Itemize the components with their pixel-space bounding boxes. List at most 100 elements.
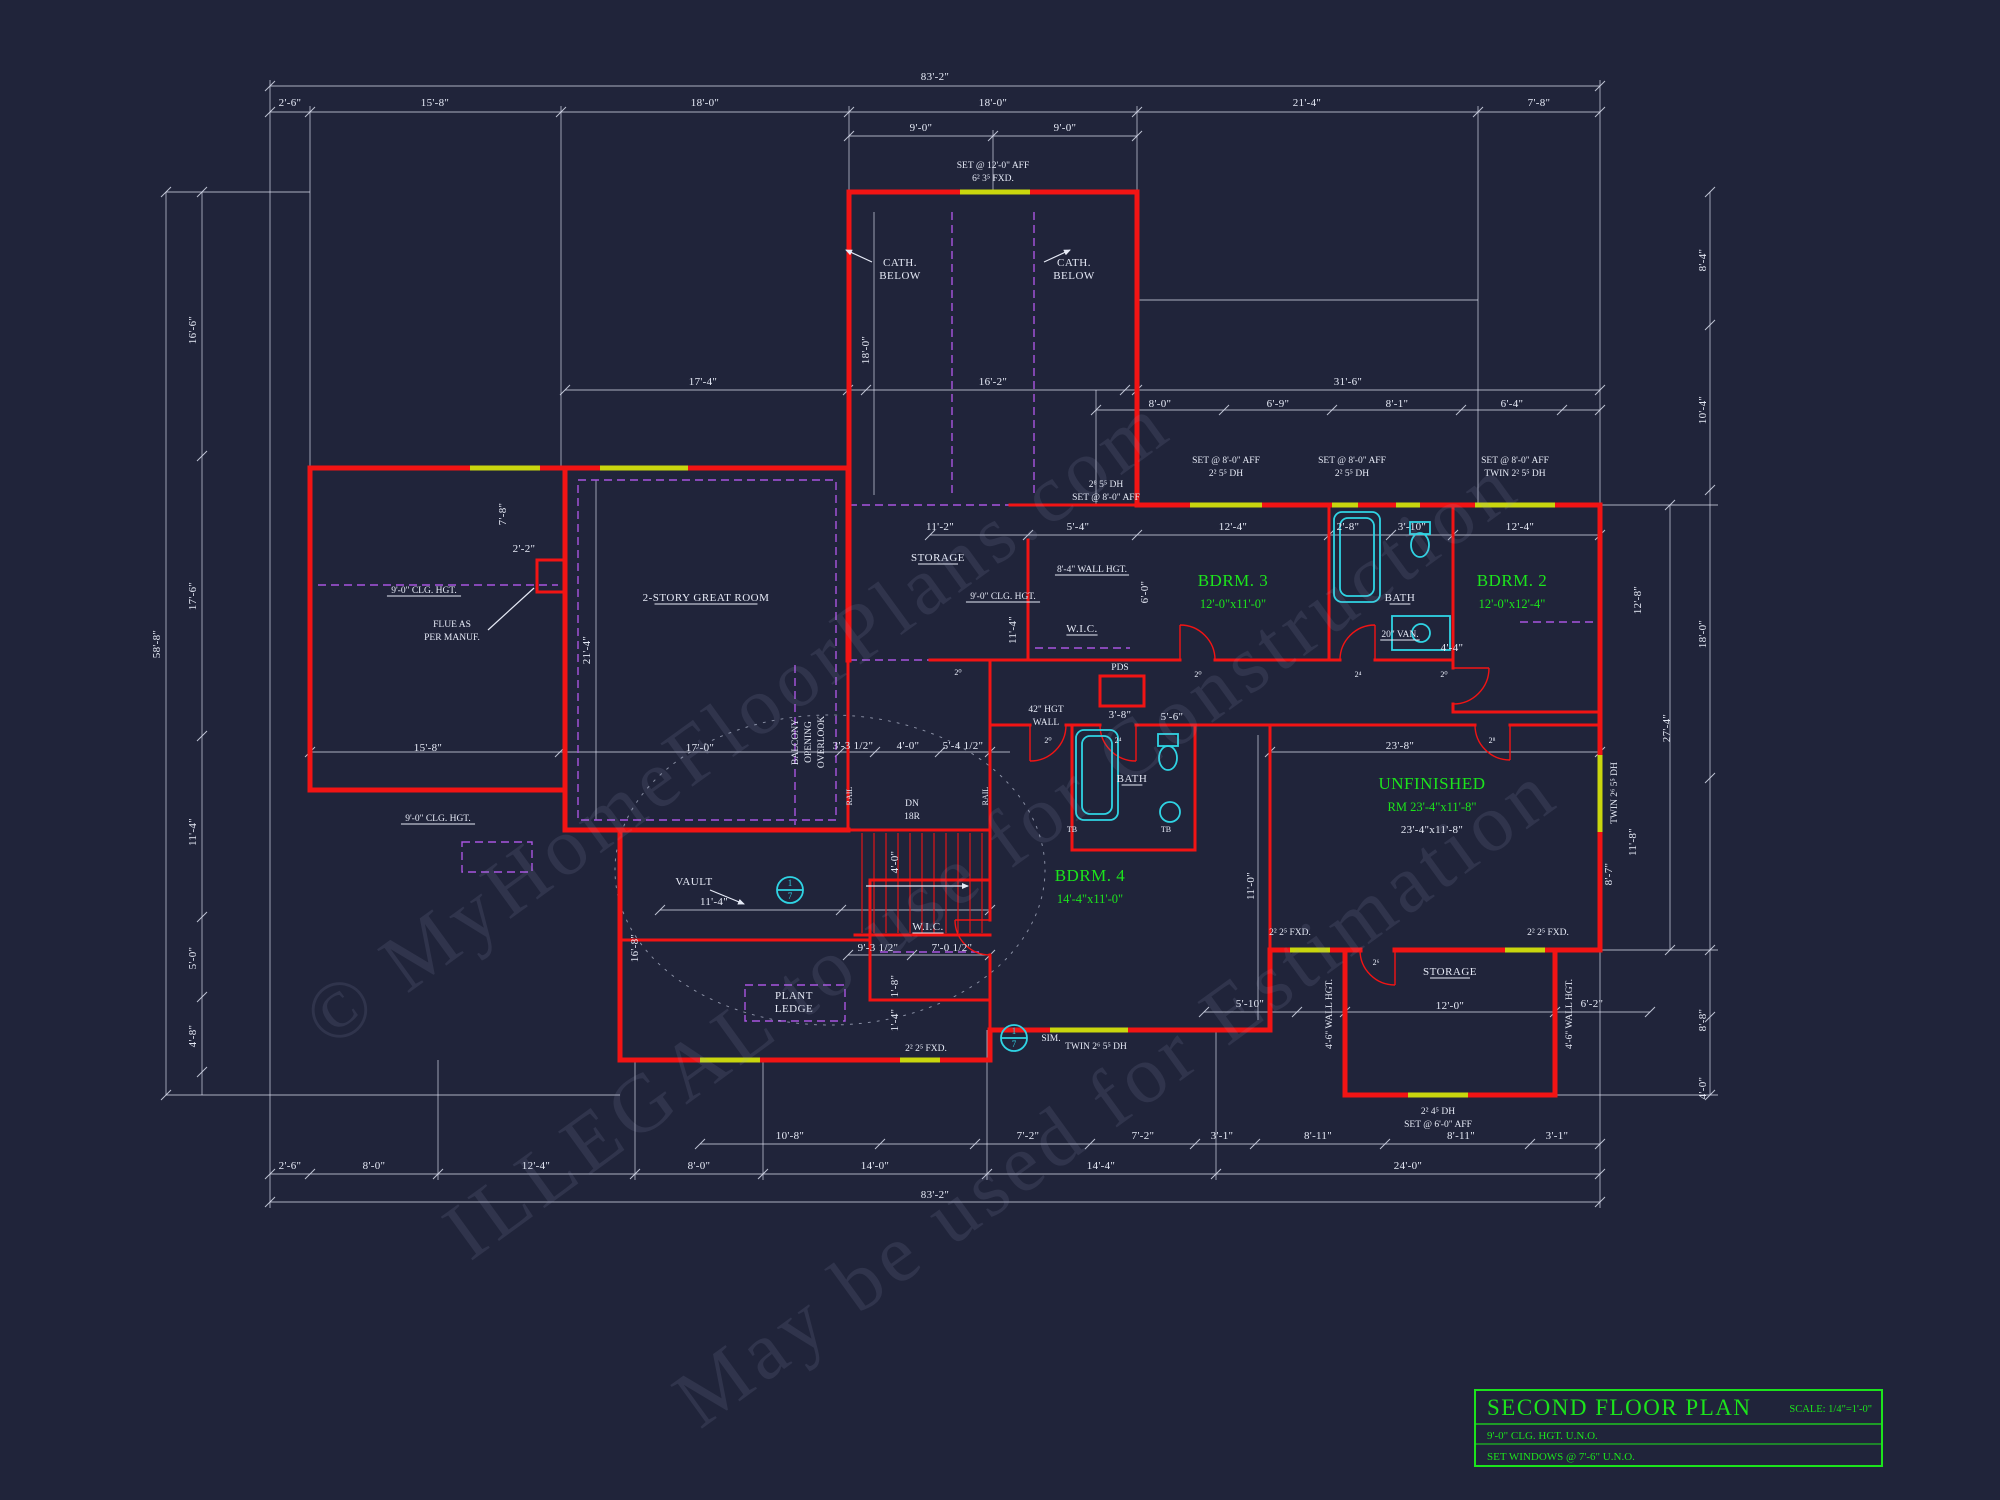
- feature-label: CATH.: [1057, 257, 1091, 269]
- toilet-tank: [1409, 521, 1431, 535]
- dimension-tick: [1119, 384, 1131, 396]
- dimension-text: 6'-2": [1581, 998, 1604, 1010]
- revision-cloud: [614, 714, 1046, 1026]
- dimension-text: 16'-6": [187, 316, 199, 344]
- annotation-text: TWIN 2⁶ 5⁵ DH: [1065, 1042, 1127, 1052]
- dimension-text: 17'-6": [187, 582, 199, 610]
- dimension-tick: [1704, 484, 1716, 496]
- dimension-tick: [1326, 404, 1338, 416]
- callout-number: 7: [788, 891, 793, 901]
- feature-label: LEDGE: [775, 1003, 814, 1015]
- dimension-text: 9'-3 1/2": [858, 942, 899, 954]
- dimension-tick: [1022, 529, 1034, 541]
- dimension-text: 18'-0": [1697, 620, 1709, 648]
- dimension-tick: [1198, 1006, 1210, 1018]
- dimension-text: 12'-4": [1506, 521, 1534, 533]
- sheet-scale: SCALE: 1/4"=1'-0": [1789, 1404, 1872, 1415]
- dimension-tick: [1131, 529, 1143, 541]
- door-size-tag: RAIL: [981, 787, 990, 806]
- dimension-text: 12'-4": [522, 1160, 550, 1172]
- dimension-lines-vertical: [165, 80, 1711, 1208]
- dimension-tick: [1594, 80, 1606, 92]
- annotation-text: DN: [905, 799, 919, 809]
- dimension-tick: [196, 450, 208, 462]
- vanity-sink: [1411, 623, 1431, 643]
- dimension-text: 15'-8": [421, 97, 449, 109]
- dimension-tick: [874, 1138, 886, 1150]
- toilet: [1410, 532, 1430, 558]
- annotation-text: 8'-4" WALL HGT.: [1057, 565, 1127, 575]
- dimension-text: 7'-2": [1017, 1130, 1040, 1142]
- feature-label: STORAGE: [911, 552, 965, 564]
- door-size-tag: TB: [1067, 825, 1077, 834]
- dimension-text: 11'-0": [1245, 872, 1257, 900]
- dimension-text: 11'-2": [926, 521, 954, 533]
- dimension-tick: [160, 1089, 172, 1101]
- dimension-text: 11'-4": [700, 896, 728, 908]
- annotation-text: FLUE AS: [433, 620, 471, 630]
- ceiling-note: 9'-0" CLG. HGT. U.N.O.: [1487, 1430, 1598, 1442]
- room-name: BDRM. 3: [1198, 571, 1269, 590]
- annotation-text: 2² 2⁵ FXD.: [1269, 928, 1311, 938]
- dimension-text: 8'-0": [363, 1160, 386, 1172]
- stair-treads: [861, 833, 983, 933]
- dimension-tick: [196, 1066, 208, 1078]
- dimension-text: 4'-0": [1697, 1077, 1709, 1100]
- dimension-text: 3'-3 1/2": [833, 740, 874, 752]
- dimension-tick: [304, 106, 316, 118]
- dimension-text: 5'-0": [187, 947, 199, 970]
- door-size-tag: 2⁰: [1440, 670, 1447, 679]
- dimension-text: 5'-10": [1236, 998, 1264, 1010]
- annotation-text: WALL: [1033, 718, 1060, 728]
- annotation-text: SET @ 8'-0" AFF: [1318, 456, 1386, 466]
- dimension-text: 5'-4 1/2": [943, 740, 984, 752]
- dimension-text: 4'-4": [1441, 642, 1464, 654]
- dimension-text: 3'-1": [1211, 1130, 1234, 1142]
- annotation-text: SET @ 8'-0" AFF: [1072, 493, 1140, 503]
- feature-label: PLANT: [775, 990, 813, 1002]
- dimension-tick: [264, 1168, 276, 1180]
- dimension-lines-layer: [160, 80, 1718, 1208]
- dimension-text: 16'-2": [979, 376, 1007, 388]
- dimension-tick: [987, 130, 999, 142]
- dimension-tick: [196, 186, 208, 198]
- dimension-tick: [1594, 1138, 1606, 1150]
- cath-below-arrow: [845, 249, 873, 263]
- dimension-tick: [264, 80, 276, 92]
- door-size-tag: TB: [1161, 825, 1171, 834]
- dimension-text: 83'-2": [921, 71, 949, 83]
- bathtub: [1075, 729, 1119, 821]
- dimension-tick: [1385, 529, 1397, 541]
- dimension-text: 11'-8": [1627, 828, 1639, 856]
- door-size-tag: RAIL: [845, 787, 854, 806]
- annotation-text: SET @ 12'-0" AFF: [957, 161, 1030, 171]
- dimension-text: 2'-2": [513, 543, 536, 555]
- dimension-text: 18'-0": [860, 336, 872, 364]
- dimension-tick: [1704, 1089, 1716, 1101]
- dimension-tick: [1291, 1006, 1303, 1018]
- dimension-tick: [196, 991, 208, 1003]
- title-block: SECOND FLOOR PLAN SCALE: 1/4"=1'-0" 9'-0…: [1474, 1389, 1883, 1467]
- room-name: BDRM. 2: [1477, 571, 1548, 590]
- door-size-tag: 2⁰: [1194, 670, 1201, 679]
- sink: [1159, 801, 1181, 823]
- callout-number: 1: [1012, 1026, 1017, 1036]
- dimension-tick: [969, 1138, 981, 1150]
- dimension-text: 10'-8": [776, 1130, 804, 1142]
- dimension-text: 4'-0": [897, 740, 920, 752]
- dimension-text: 27'-4": [1661, 714, 1673, 742]
- dimension-text: 4'-0": [889, 851, 901, 874]
- toilet-tank: [1157, 733, 1179, 747]
- room-dimensions: 12'-0"x11'-0": [1200, 597, 1266, 611]
- annotation-text: 4'-6" WALL HGT.: [1325, 979, 1335, 1049]
- feature-label: W.I.C.: [1066, 623, 1098, 635]
- dimension-text: 14'-0": [861, 1160, 889, 1172]
- dimension-text: 21'-4": [1293, 97, 1321, 109]
- annotation-text: 42" HGT: [1028, 705, 1063, 715]
- dimension-text: 9'-0": [1054, 122, 1077, 134]
- feature-label: BELOW: [1053, 270, 1095, 282]
- annotation-text: 2² 5⁵ DH: [1335, 469, 1369, 479]
- dimension-text: 83'-2": [921, 1189, 949, 1201]
- door-size-tag: 2⁴: [1115, 736, 1122, 745]
